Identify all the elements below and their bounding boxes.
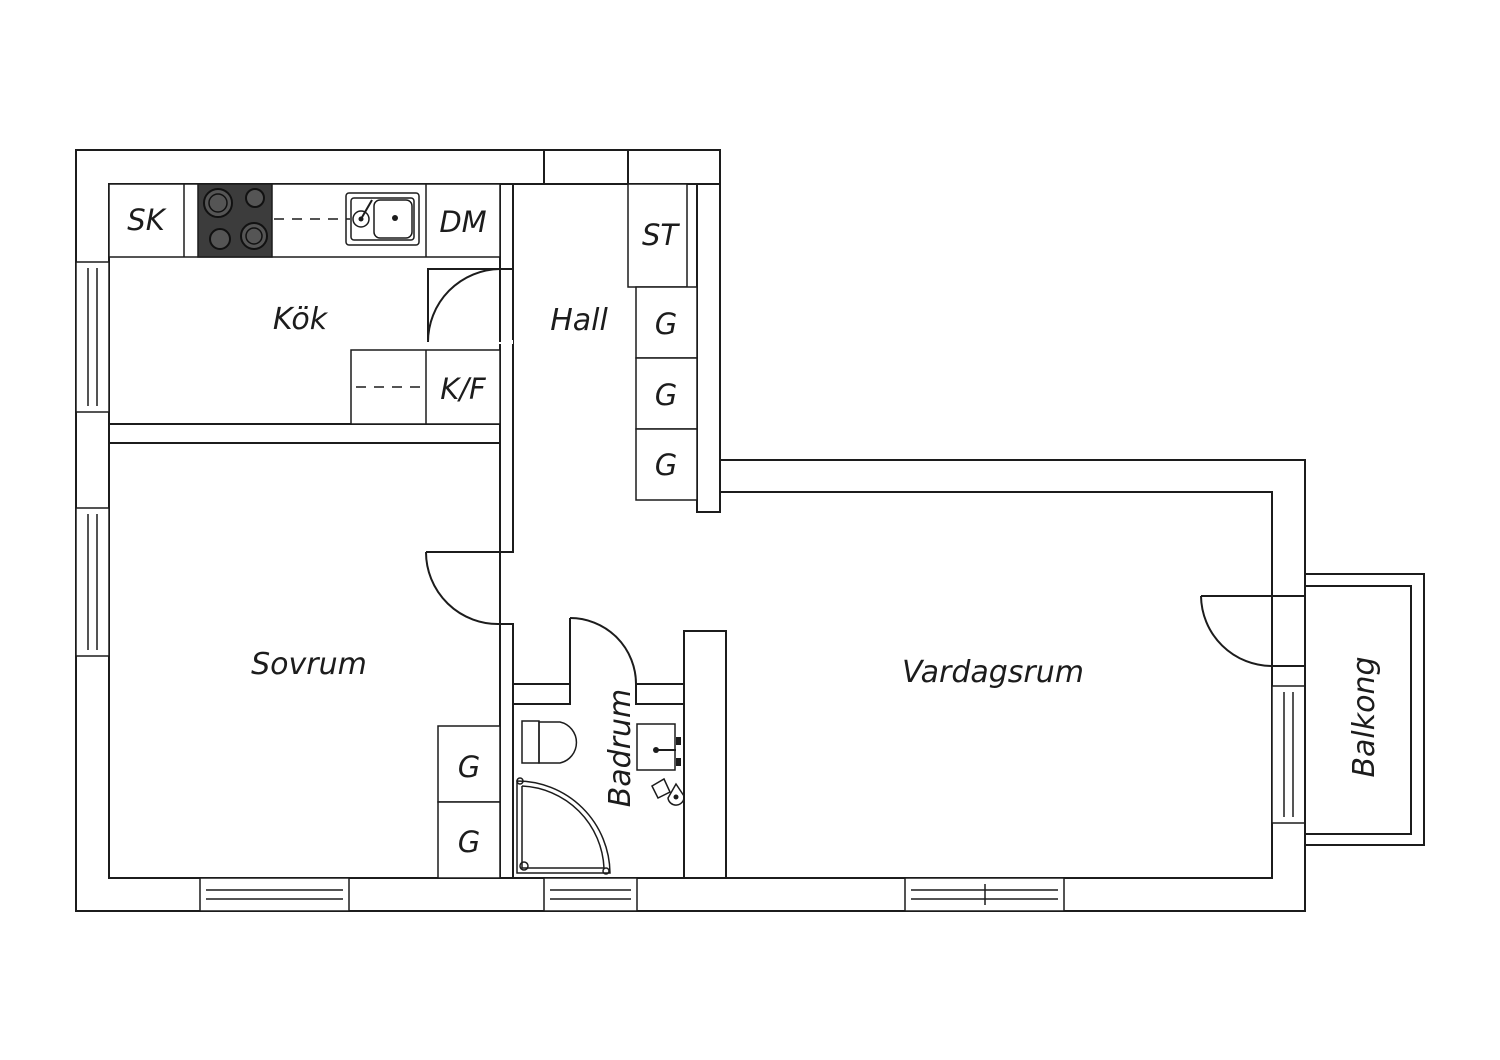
room-labels: Kök Hall Sovrum Vardagsrum Badrum Balkon… bbox=[251, 302, 1382, 807]
window-living-side bbox=[1271, 685, 1306, 824]
floor-drain-icon bbox=[651, 777, 685, 806]
wardrobe-bedroom-1 bbox=[437, 725, 501, 803]
cabinet-sk-label: SK bbox=[127, 203, 166, 237]
shower-icon bbox=[516, 777, 611, 875]
wardrobe-bedroom-2 bbox=[437, 801, 501, 879]
window-bathroom bbox=[543, 877, 638, 912]
wall-kitchen-hall-lower bbox=[499, 341, 514, 553]
kitchen-sink-icon bbox=[345, 192, 420, 246]
window-bedroom-bottom bbox=[199, 877, 350, 912]
door-kitchen bbox=[427, 268, 514, 344]
bathroom-fixtures bbox=[516, 720, 685, 875]
door-bathroom bbox=[569, 617, 637, 685]
windows bbox=[75, 261, 1306, 912]
bedroom-wardrobes: G G bbox=[437, 725, 501, 879]
room-balcony-label: Balkong bbox=[1347, 656, 1382, 777]
wall-kitchen-bedroom bbox=[108, 423, 501, 444]
balcony bbox=[1304, 573, 1425, 846]
wall-closet-column bbox=[696, 183, 721, 513]
storage-st-label: ST bbox=[642, 218, 680, 252]
wall-bath-living bbox=[683, 630, 727, 879]
wall-kitchen-hall-upper bbox=[499, 183, 514, 270]
kitchen-fixtures: SK DM K/F bbox=[108, 183, 501, 425]
window-kitchen bbox=[75, 261, 110, 413]
toilet-icon bbox=[521, 720, 578, 764]
hall-storage: ST G G G bbox=[627, 183, 698, 501]
fridge-freezer-label: K/F bbox=[440, 372, 487, 406]
dishwasher-dm-label: DM bbox=[439, 205, 486, 239]
counter-top bbox=[108, 183, 501, 258]
room-living-label: Vardagsrum bbox=[902, 655, 1084, 690]
wardrobe-hall-3-label: G bbox=[655, 448, 677, 482]
doors bbox=[425, 268, 1273, 685]
washbasin-icon bbox=[636, 723, 681, 771]
window-living-bottom bbox=[904, 877, 1065, 912]
wardrobe-hall-1-label: G bbox=[655, 307, 677, 341]
wardrobe-hall-2-label: G bbox=[655, 378, 677, 412]
wardrobe-hall-3 bbox=[635, 428, 698, 501]
wardrobe-bedroom-1-label: G bbox=[458, 750, 480, 784]
wardrobe-bedroom-2-label: G bbox=[458, 825, 480, 859]
wall-bath-top-right bbox=[635, 683, 685, 705]
wall-living-door-jamb bbox=[1271, 595, 1306, 667]
wall-bath-top bbox=[512, 683, 571, 705]
stove-icon bbox=[197, 183, 273, 258]
room-kitchen-label: Kök bbox=[273, 302, 329, 337]
room-bedroom-label: Sovrum bbox=[251, 647, 367, 682]
door-balcony bbox=[1200, 595, 1273, 667]
room-hall-label: Hall bbox=[550, 303, 608, 338]
wall-bedroom-hall-lower bbox=[499, 623, 514, 879]
walls bbox=[75, 149, 1306, 912]
wardrobe-hall-2 bbox=[635, 357, 698, 430]
wardrobe-hall-1 bbox=[635, 286, 698, 359]
window-bedroom-side bbox=[75, 507, 110, 657]
room-bathroom-label: Badrum bbox=[603, 689, 638, 808]
door-bedroom bbox=[425, 551, 501, 626]
wall-hall-top-stub bbox=[543, 149, 629, 185]
